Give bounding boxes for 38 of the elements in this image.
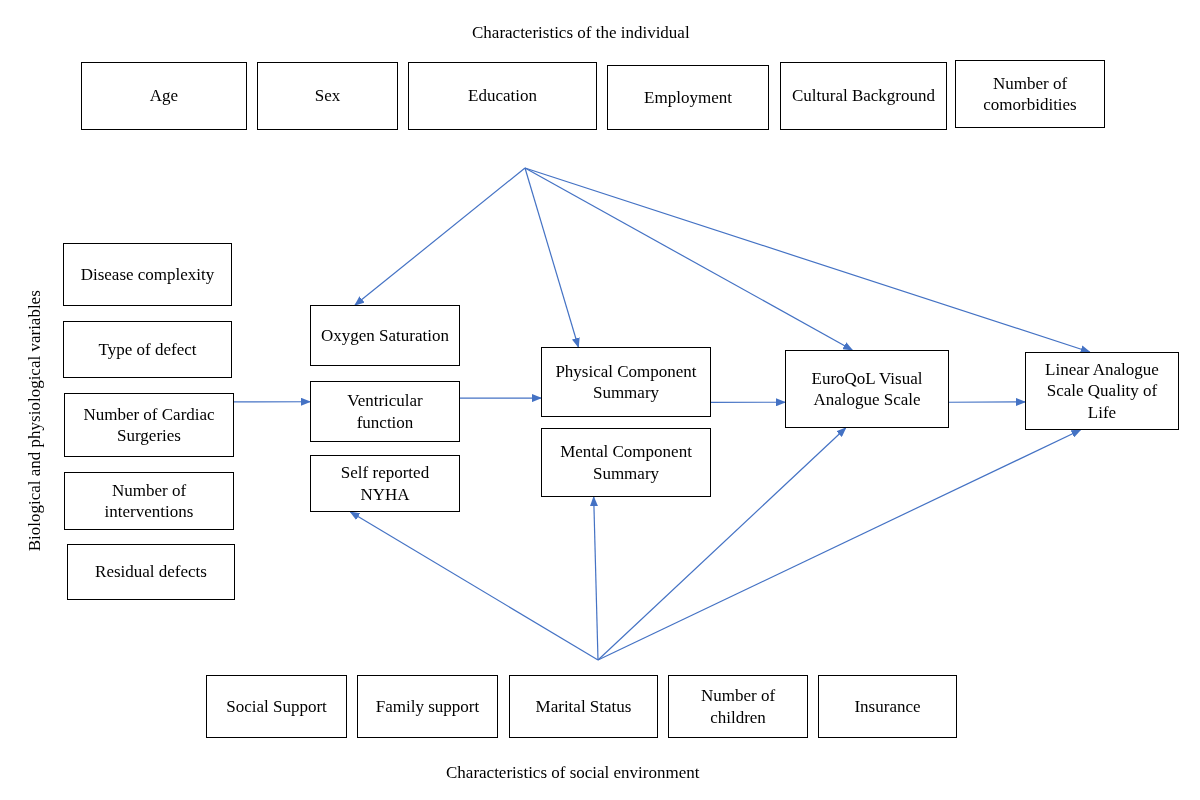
variable-box: Number of interventions	[64, 472, 234, 530]
variable-box: Marital Status	[509, 675, 658, 738]
group-heading: Characteristics of social environment	[446, 762, 700, 784]
arrow	[597, 429, 1082, 661]
variable-box: Linear Analogue Scale Quality of Life	[1025, 352, 1179, 430]
arrow	[524, 167, 854, 351]
variable-box: Sex	[257, 62, 398, 130]
variable-box: Family support	[357, 675, 498, 738]
arrow	[354, 167, 526, 306]
arrow	[948, 397, 1026, 406]
variable-box: EuroQoL Visual Analogue Scale	[785, 350, 949, 428]
variable-box: Physical Component Summary	[541, 347, 711, 417]
arrow	[349, 511, 599, 661]
variable-box: Number of children	[668, 675, 808, 738]
variable-box: Education	[408, 62, 597, 130]
group-heading: Characteristics of the individual	[472, 22, 690, 44]
variable-box: Social Support	[206, 675, 347, 738]
variable-box: Number of comorbidities	[955, 60, 1105, 128]
group-heading: Biological and physiological variables	[24, 289, 46, 554]
arrow	[459, 394, 542, 403]
variable-box: Self reported NYHA	[310, 455, 460, 512]
arrow	[524, 167, 1091, 353]
arrow	[597, 427, 847, 661]
variable-box: Number of Cardiac Surgeries	[64, 393, 234, 457]
variable-box: Age	[81, 62, 247, 130]
arrow	[524, 167, 580, 348]
variable-box: Disease complexity	[63, 243, 232, 306]
variable-box: Oxygen Saturation	[310, 305, 460, 366]
variable-box: Cultural Background	[780, 62, 947, 130]
variable-box: Insurance	[818, 675, 957, 738]
variable-box: Employment	[607, 65, 769, 130]
arrow	[710, 398, 786, 407]
variable-box: Ventricular function	[310, 381, 460, 442]
arrow	[589, 496, 599, 661]
arrow	[233, 397, 311, 406]
variable-box: Residual defects	[67, 544, 235, 600]
variable-box: Type of defect	[63, 321, 232, 378]
variable-box: Mental Component Summary	[541, 428, 711, 497]
